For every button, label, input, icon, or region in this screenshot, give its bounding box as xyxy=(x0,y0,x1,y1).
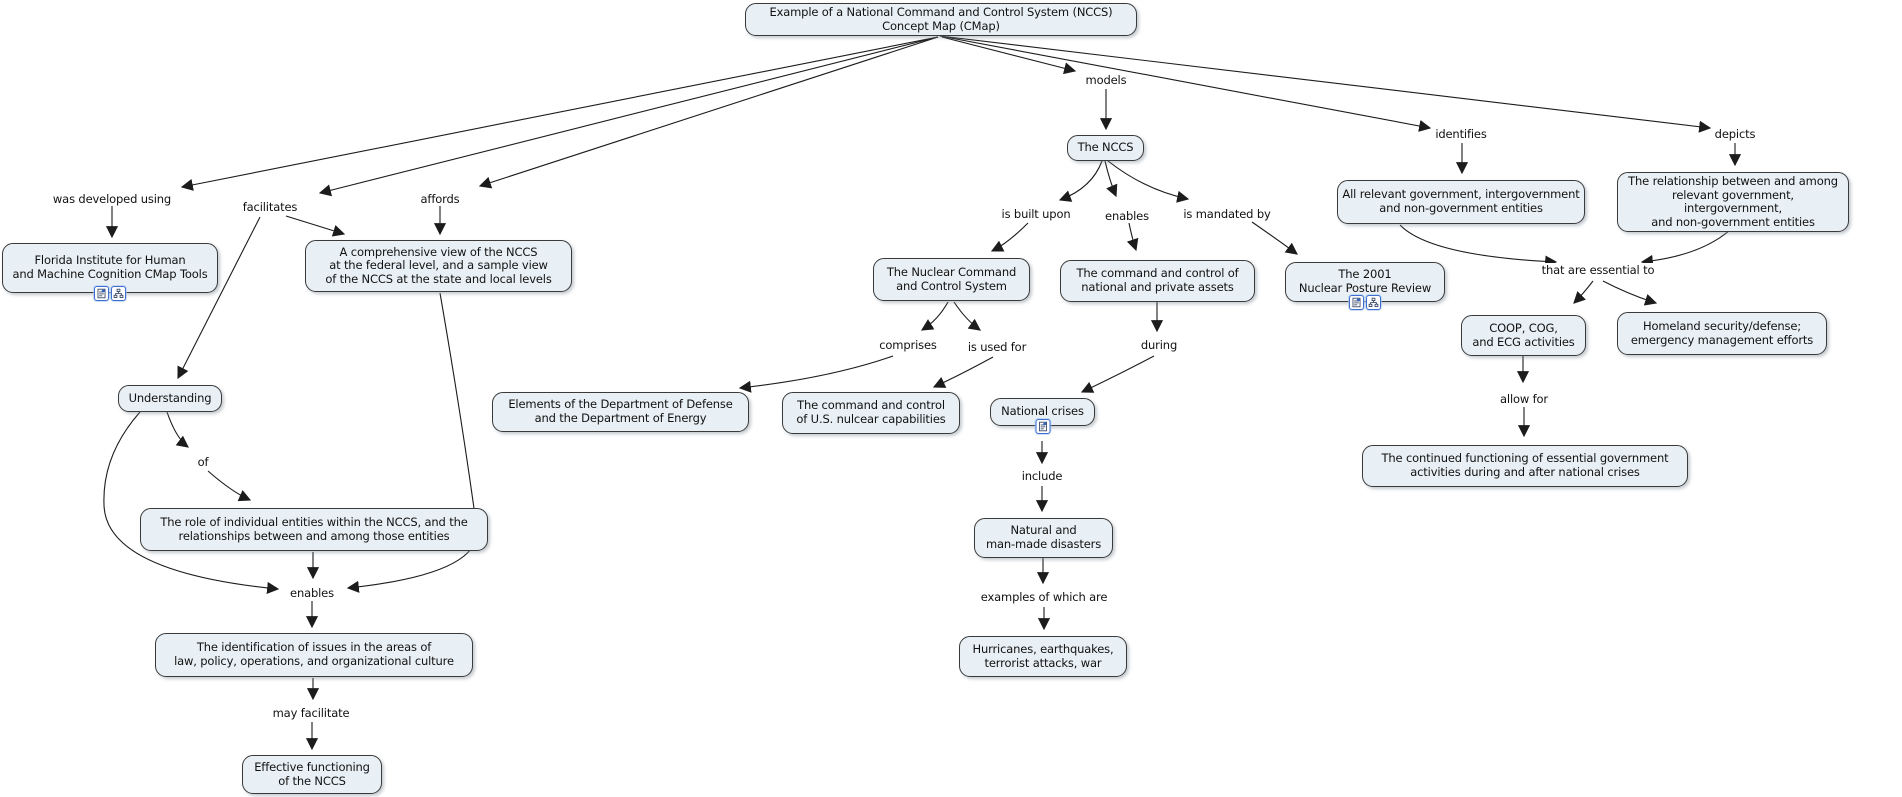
node-icons-crises xyxy=(1035,419,1050,434)
link-label-is-used-for[interactable]: is used for xyxy=(965,340,1029,354)
link-label-is-mandated-by[interactable]: is mandated by xyxy=(1181,207,1273,221)
node-icons-posture xyxy=(1349,295,1381,310)
page-icon[interactable] xyxy=(1035,419,1050,434)
node-label-command-assets: The command and control of national and … xyxy=(1076,266,1239,294)
link-label-of[interactable]: of xyxy=(195,455,211,469)
node-label-understanding: Understanding xyxy=(128,390,212,405)
link-label-facilitates[interactable]: facilitates xyxy=(240,200,300,214)
node-all-relevant[interactable]: All relevant government, intergovernment… xyxy=(1337,180,1585,224)
node-identification[interactable]: The identification of issues in the area… xyxy=(155,633,473,677)
edge-enables-to-command-assets xyxy=(1126,222,1139,252)
node-homeland[interactable]: Homeland security/defense; emergency man… xyxy=(1617,312,1827,355)
node-label-homeland: Homeland security/defense; emergency man… xyxy=(1630,318,1814,347)
edge-facilitates-to-comprehensive xyxy=(285,215,346,237)
link-label-examples-of-which-are[interactable]: examples of which are xyxy=(978,590,1110,604)
link-label-is-built-upon[interactable]: is built upon xyxy=(999,207,1073,221)
link-label-models[interactable]: models xyxy=(1083,73,1129,87)
node-label-nccs: The NCCS xyxy=(1077,140,1134,155)
node-label-title: Example of a National Command and Contro… xyxy=(769,5,1113,33)
link-label-during[interactable]: during xyxy=(1138,338,1180,352)
link-label-include[interactable]: include xyxy=(1019,469,1065,483)
node-title[interactable]: Example of a National Command and Contro… xyxy=(745,3,1137,37)
node-label-nuclear-command: The Nuclear Command and Control System xyxy=(886,264,1017,293)
link-label-identifies[interactable]: identifies xyxy=(1433,127,1489,141)
link-label-may-facilitate[interactable]: may facilitate xyxy=(270,706,352,720)
edge-title-to-identifies xyxy=(939,35,1432,132)
page-icon[interactable] xyxy=(1349,295,1364,310)
edge-nccs-to-enables xyxy=(1104,160,1118,198)
edge-nccs-to-is-built-upon xyxy=(1058,160,1103,202)
node-elements[interactable]: Elements of the Department of Defense an… xyxy=(492,392,749,432)
edge-nuclear-command-to-comprises xyxy=(920,301,949,331)
node-label-florida: Florida Institute for Human and Machine … xyxy=(12,253,208,281)
node-label-coop: COOP, COG, and ECG activities xyxy=(1472,320,1575,349)
edge-title-to-facilitates xyxy=(318,36,939,197)
node-coop[interactable]: COOP, COG, and ECG activities xyxy=(1461,315,1586,356)
edge-all-relevant-to-essential xyxy=(1399,224,1558,268)
link-label-that-are-essential-to[interactable]: that are essential to xyxy=(1539,263,1657,277)
edge-is-built-upon-to-nuclear-command xyxy=(990,222,1029,252)
link-label-enables-left[interactable]: enables xyxy=(288,586,336,600)
tree-icon[interactable] xyxy=(1366,295,1381,310)
page-icon[interactable] xyxy=(94,286,109,301)
edge-facilitates-to-understanding xyxy=(177,216,261,380)
node-disasters[interactable]: Natural and man-made disasters xyxy=(974,518,1113,558)
node-label-posture: The 2001 Nuclear Posture Review xyxy=(1298,267,1432,295)
node-continued[interactable]: The continued functioning of essential g… xyxy=(1362,445,1688,487)
edge-nuclear-command-to-is-used-for xyxy=(953,301,981,331)
link-label-affords[interactable]: affords xyxy=(418,192,462,206)
node-label-role: The role of individual entities within t… xyxy=(160,514,468,543)
node-label-comprehensive: A comprehensive view of the NCCS at the … xyxy=(325,244,552,286)
node-effective[interactable]: Effective functioning of the NCCS xyxy=(242,755,382,794)
edge-essential-to-homeland xyxy=(1602,280,1658,306)
edge-title-to-was-developed-using xyxy=(180,36,939,191)
link-label-enables-nccs[interactable]: enables xyxy=(1103,209,1151,223)
node-crises[interactable]: National crises xyxy=(990,398,1095,434)
node-relationship[interactable]: The relationship between and among relev… xyxy=(1617,172,1849,233)
edge-is-mandated-by-to-posture xyxy=(1251,221,1298,255)
node-nccs[interactable]: The NCCS xyxy=(1067,135,1144,161)
edge-is-used-for-to-us-nuclear xyxy=(932,356,994,388)
node-label-elements: Elements of the Department of Defense an… xyxy=(508,397,733,425)
node-label-us-nuclear: The command and control of U.S. nulcear … xyxy=(796,398,946,426)
node-hurricanes[interactable]: Hurricanes, earthquakes, terrorist attac… xyxy=(959,636,1127,677)
node-nuclear-command[interactable]: The Nuclear Command and Control System xyxy=(873,258,1030,301)
link-label-was-developed-using[interactable]: was developed using xyxy=(50,192,174,206)
edge-understanding-to-enables xyxy=(103,411,280,594)
edge-essential-to-coop xyxy=(1573,280,1594,304)
node-comprehensive[interactable]: A comprehensive view of the NCCS at the … xyxy=(305,240,572,292)
node-label-disasters: Natural and man-made disasters xyxy=(985,523,1102,551)
edge-title-to-models xyxy=(941,36,1077,75)
edge-understanding-to-of xyxy=(166,411,189,448)
edge-during-to-crises xyxy=(1080,355,1155,393)
edge-title-to-depicts xyxy=(939,35,1712,133)
node-label-relationship: The relationship between and among relev… xyxy=(1628,174,1838,229)
node-label-hurricanes: Hurricanes, earthquakes, terrorist attac… xyxy=(972,641,1114,670)
tree-icon[interactable] xyxy=(111,286,126,301)
node-label-continued: The continued functioning of essential g… xyxy=(1381,451,1669,479)
edge-nccs-to-is-mandated-by xyxy=(1107,160,1190,203)
link-label-comprises[interactable]: comprises xyxy=(877,338,939,352)
edge-comprises-to-elements xyxy=(738,355,894,393)
node-label-all-relevant: All relevant government, intergovernment… xyxy=(1342,187,1580,215)
link-label-allow-for[interactable]: allow for xyxy=(1498,392,1550,406)
node-icons-florida xyxy=(94,286,126,301)
link-label-depicts[interactable]: depicts xyxy=(1712,127,1758,141)
node-role[interactable]: The role of individual entities within t… xyxy=(140,508,488,551)
node-florida[interactable]: Florida Institute for Human and Machine … xyxy=(2,243,218,301)
node-posture[interactable]: The 2001 Nuclear Posture Review xyxy=(1285,262,1445,310)
node-us-nuclear[interactable]: The command and control of U.S. nulcear … xyxy=(782,392,960,434)
edge-relationship-to-essential xyxy=(1640,229,1731,267)
edge-of-to-role xyxy=(207,470,252,502)
node-command-assets[interactable]: The command and control of national and … xyxy=(1060,260,1255,302)
edge-title-to-affords xyxy=(478,36,939,189)
node-label-effective: Effective functioning of the NCCS xyxy=(254,759,370,788)
node-label-crises: National crises xyxy=(1001,404,1084,419)
node-label-identification: The identification of issues in the area… xyxy=(174,640,454,668)
node-understanding[interactable]: Understanding xyxy=(118,385,222,412)
